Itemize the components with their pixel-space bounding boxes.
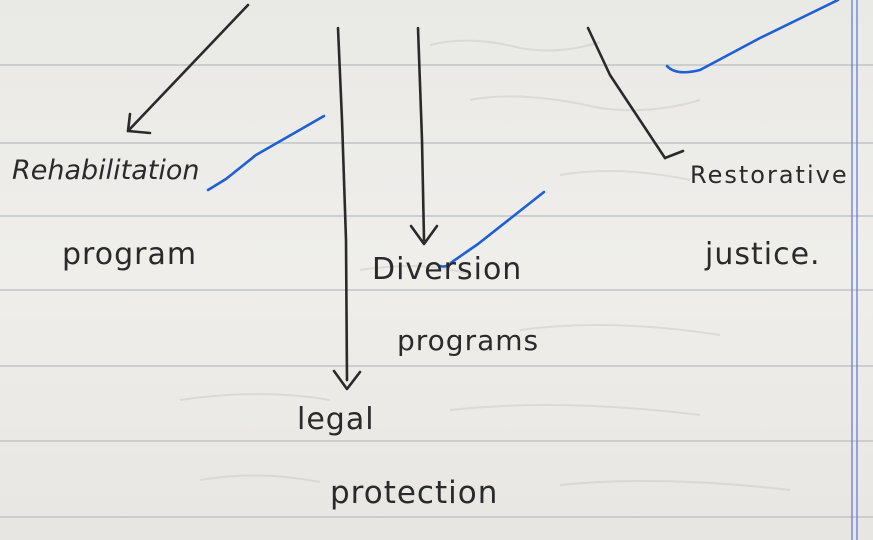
arrowhead-rehabilitation: [126, 112, 152, 135]
label-legal: legal: [297, 402, 375, 437]
arrow-to-legal-protection: [336, 26, 349, 382]
checkmark-diversion: [438, 190, 546, 268]
checkmark-top-right: [665, 0, 840, 74]
label-diversion: Diversion: [372, 252, 523, 287]
label-restorative: Restorative: [690, 161, 849, 189]
arrow-to-rehabilitation: [126, 3, 250, 133]
arrow-to-restorative: [586, 26, 667, 160]
label-rehabilitation: Rehabilitation: [12, 155, 200, 186]
arrowhead-diversion: [409, 224, 439, 246]
arrowhead-legal-protection: [332, 369, 362, 391]
label-protection: protection: [330, 475, 499, 511]
label-program: program: [62, 237, 198, 272]
arrow-to-diversion: [416, 26, 426, 242]
arrowhead-restorative: [663, 149, 685, 160]
label-justice: justice.: [705, 237, 821, 272]
label-programs: programs: [397, 324, 540, 357]
checkmark-rehabilitation: [206, 114, 326, 192]
